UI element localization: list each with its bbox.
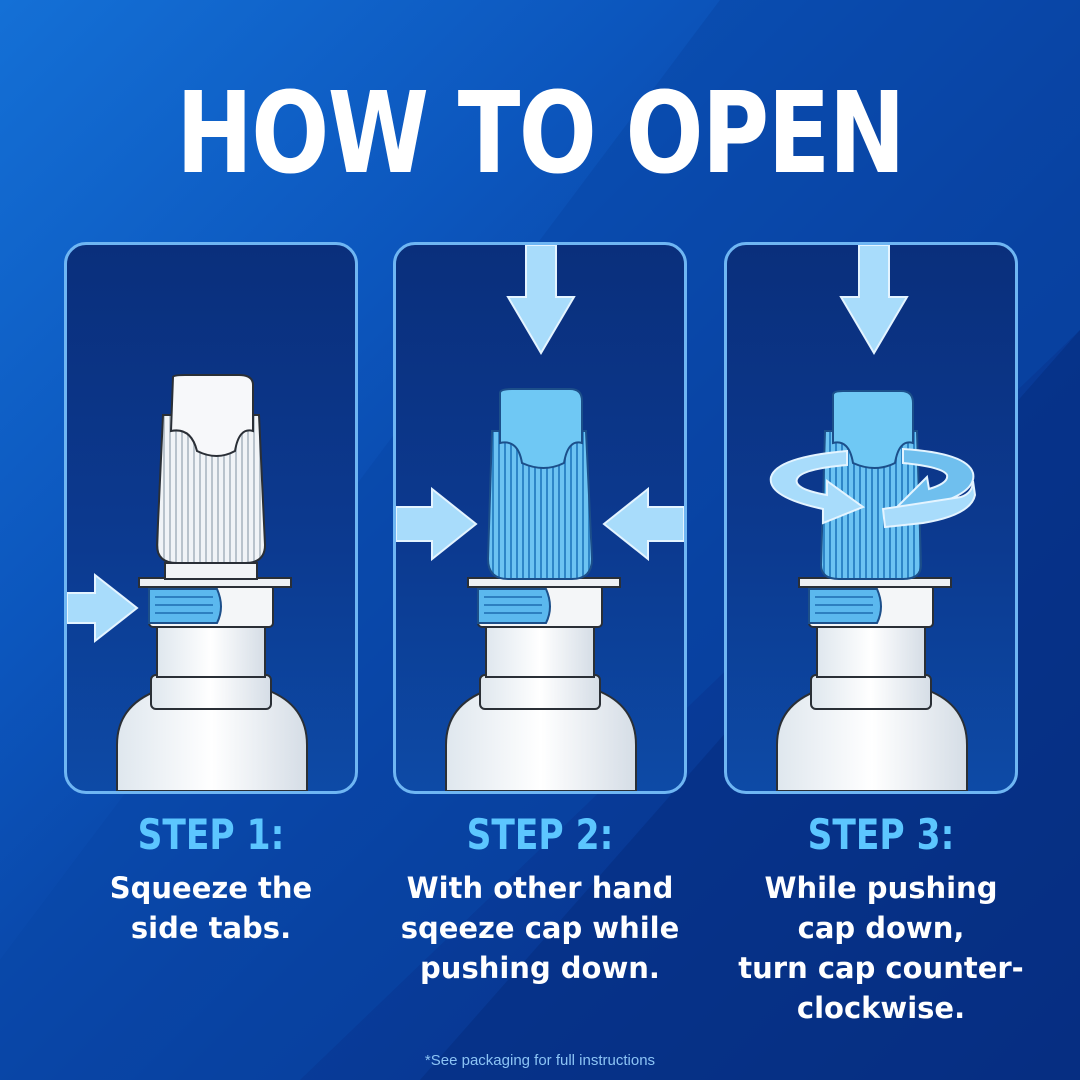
bottle [445, 577, 637, 791]
bottle [776, 577, 968, 791]
step-1-illustration [64, 242, 358, 794]
arrow-right-icon [67, 572, 139, 644]
side-tab [808, 588, 882, 624]
rotate-counterclockwise-icon [769, 447, 977, 529]
footnote: *See packaging for full instructions [424, 1052, 656, 1069]
step-3-label: STEP 3: [807, 810, 955, 859]
arrow-left-icon [602, 486, 684, 562]
step-2-description: With other hand sqeeze cap while pushing… [400, 871, 680, 985]
arrow-right-icon [396, 486, 478, 562]
arrow-down-icon [839, 245, 909, 355]
page-title: HOW TO OPEN [176, 69, 905, 199]
step-1-description: Squeeze the side tabs. [109, 871, 313, 945]
nozzle-cap [819, 390, 923, 580]
step-3-description: While pushing cap down, turn cap counter… [738, 871, 1024, 1025]
nozzle-cap [155, 374, 267, 580]
step-1-label: STEP 1: [137, 810, 285, 859]
side-tab [477, 588, 551, 624]
side-tab [148, 588, 222, 624]
step-2-label: STEP 2: [466, 810, 614, 859]
step-3-illustration [724, 242, 1018, 794]
arrow-down-icon [506, 245, 576, 355]
step-2-illustration [393, 242, 687, 794]
nozzle-cap [486, 388, 594, 580]
